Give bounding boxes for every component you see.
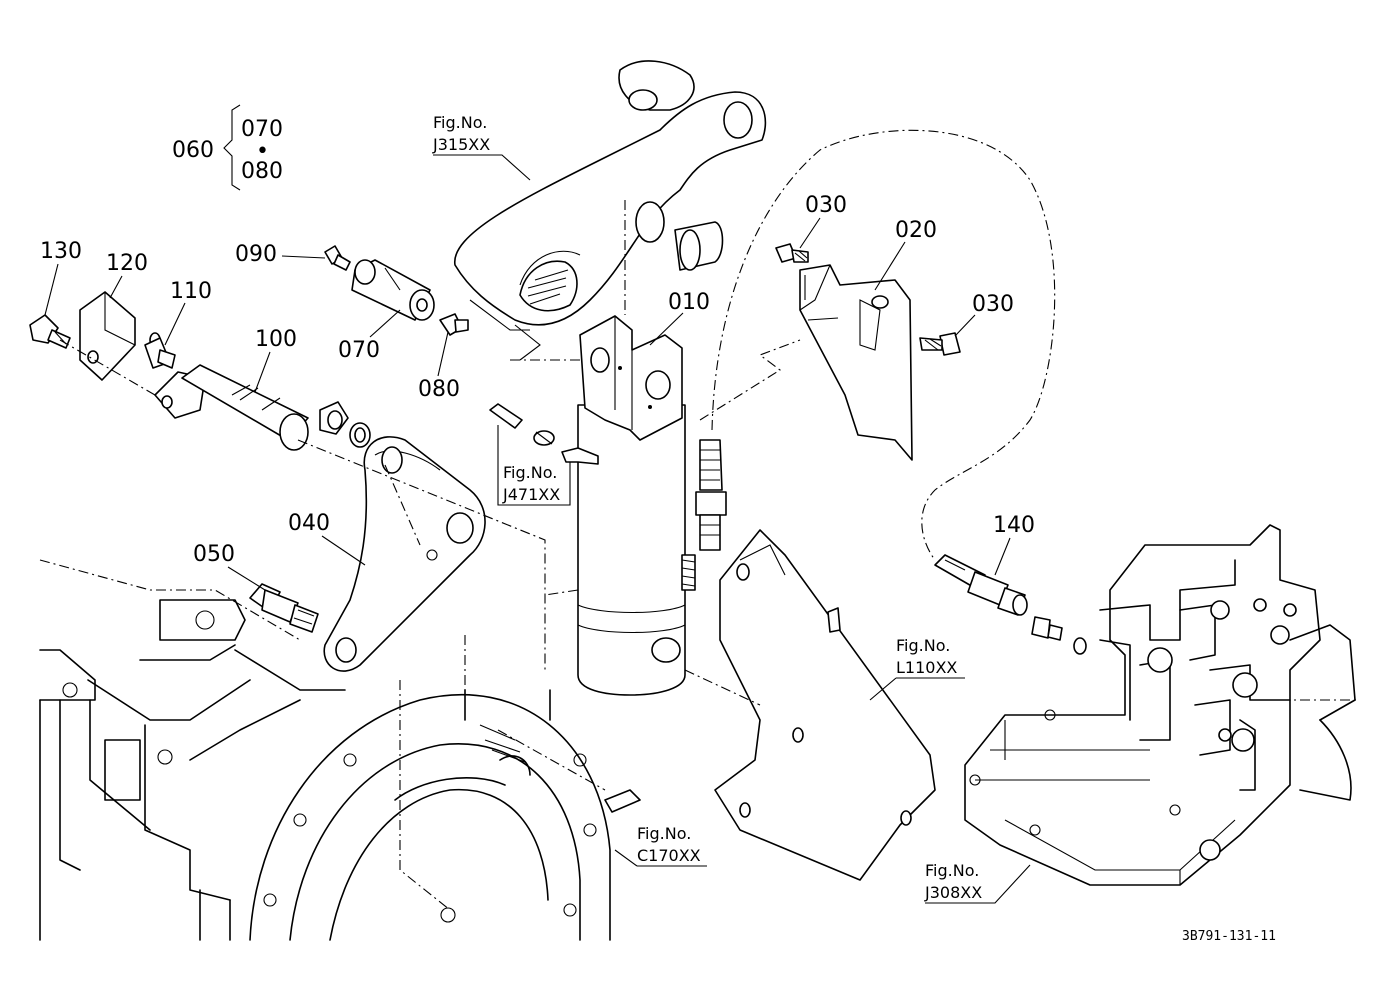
callout-070-text: 070 — [338, 338, 380, 363]
kit-dot: • — [256, 139, 269, 164]
callout-030-lower-text: 030 — [972, 292, 1014, 317]
drawing-code: 3B791-131-11 — [1182, 929, 1276, 944]
ref-j471-label: Fig.No. — [503, 463, 557, 482]
callout-130-text: 130 — [40, 239, 82, 264]
callout-100: 100 — [254, 327, 297, 393]
ref-j315: Fig.No. J315XX — [432, 113, 531, 181]
shaft-100 — [154, 364, 309, 451]
grease-nipple-090 — [324, 245, 351, 271]
pin-070 — [351, 259, 435, 321]
bolt-030-lower — [919, 332, 961, 356]
small-parts-j471 — [489, 403, 599, 465]
callout-040-text: 040 — [288, 511, 330, 536]
callout-120-text: 120 — [106, 251, 148, 276]
callout-110-text: 110 — [170, 279, 212, 304]
callout-030-upper-text: 030 — [805, 193, 847, 218]
callout-030-lower: 030 — [954, 292, 1014, 337]
callout-140: 140 — [993, 513, 1035, 576]
kit-080-text: 080 — [241, 159, 283, 184]
ref-j471-code: J471XX — [502, 485, 560, 504]
callout-080-text: 080 — [418, 377, 460, 402]
callout-050-text: 050 — [193, 542, 235, 567]
callout-130: 130 — [40, 239, 82, 316]
callout-020-text: 020 — [895, 218, 937, 243]
ref-c170-label: Fig.No. — [637, 824, 691, 843]
callout-020: 020 — [874, 218, 937, 291]
ref-j471: Fig.No. J471XX — [497, 425, 571, 506]
grease-nipple-080 — [439, 313, 469, 336]
ref-j308-code: J308XX — [924, 883, 982, 902]
nut-and-washer — [319, 401, 371, 448]
callout-090: 090 — [235, 242, 326, 267]
hose-fitting — [695, 439, 727, 551]
callout-100-text: 100 — [255, 327, 297, 352]
valve-block — [964, 524, 1360, 886]
callout-120: 120 — [106, 251, 148, 299]
ref-c170-code: C170XX — [637, 846, 701, 865]
callout-070: 070 — [338, 309, 401, 363]
callout-110: 110 — [164, 279, 212, 346]
mounting-plate — [714, 529, 936, 881]
ref-j315-label: Fig.No. — [433, 113, 487, 132]
hydraulic-pipe-route — [711, 129, 1056, 561]
bolt-130 — [29, 314, 71, 349]
callout-010-text: 010 — [668, 290, 710, 315]
fitting-050 — [249, 583, 319, 633]
fitting-110 — [144, 332, 176, 369]
lift-arm — [454, 60, 767, 361]
ref-l110: Fig.No. L110XX — [869, 636, 965, 701]
clutch-housing — [249, 689, 641, 941]
ref-c170: Fig.No. C170XX — [614, 824, 707, 867]
ref-l110-label: Fig.No. — [896, 636, 950, 655]
ref-j308: Fig.No. J308XX — [924, 861, 1031, 904]
kit-060: 060 070 • 080 — [172, 104, 283, 191]
kit-070-text: 070 — [241, 117, 283, 142]
hose-140 — [934, 554, 1087, 655]
callout-030-upper: 030 — [799, 193, 847, 249]
callout-050: 050 — [193, 542, 266, 591]
callout-060-text: 060 — [172, 138, 214, 163]
lift-cylinder-010 — [544, 200, 696, 696]
bolt-030-upper — [775, 243, 809, 263]
callout-040: 040 — [288, 511, 366, 566]
transmission-housing — [39, 559, 346, 941]
link-040 — [323, 436, 486, 672]
ref-j308-label: Fig.No. — [925, 861, 979, 880]
ref-l110-code: L110XX — [896, 658, 957, 677]
bracket-020 — [799, 264, 913, 461]
callout-140-text: 140 — [993, 513, 1035, 538]
bracket-120 — [79, 291, 136, 381]
callout-080: 080 — [418, 331, 460, 402]
center-lines — [59, 339, 801, 911]
callout-090-text: 090 — [235, 242, 277, 267]
callout-010: 010 — [649, 290, 710, 346]
ref-j315-code: J315XX — [432, 135, 490, 154]
